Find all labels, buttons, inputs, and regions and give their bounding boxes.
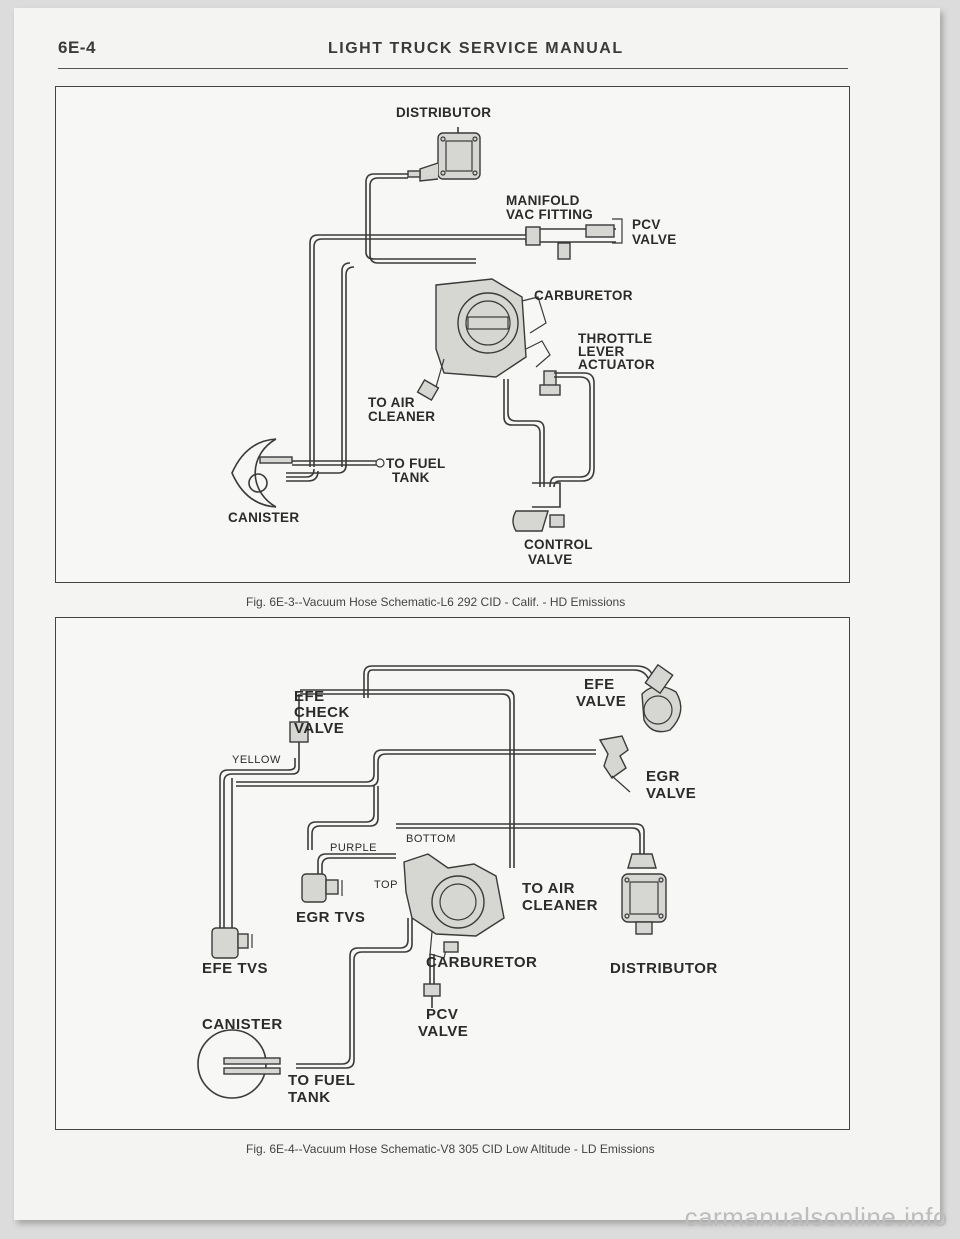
label-yellow: YELLOW: [232, 754, 281, 766]
egr-valve-part: [598, 735, 631, 793]
label-manifold-line2: VAC FITTING: [506, 207, 594, 222]
label-fuel-line1: TO FUEL: [386, 456, 446, 471]
label-air-line1: TO AIR: [522, 880, 576, 897]
figure-2-schematic: [197, 663, 682, 1099]
figure-1-schematic: [231, 127, 623, 532]
label-canister: CANISTER: [202, 1016, 283, 1033]
label-carburetor: CARBURETOR: [534, 288, 633, 303]
figure-2-diagram: EFE VALVE EFE CHECK VALVE YELLOW EGR VAL…: [55, 617, 850, 1130]
label-efe-check-line3: VALVE: [294, 720, 345, 737]
label-fuel-line2: TANK: [392, 470, 430, 485]
label-air-line2: CLEANER: [522, 897, 599, 914]
label-efe-valve-line2: VALVE: [576, 693, 627, 710]
label-air-line1: TO AIR: [368, 395, 415, 410]
control-valve-part: [512, 482, 565, 532]
canister-part-2: [197, 1029, 281, 1099]
label-pcv-line1: PCV: [426, 1006, 459, 1023]
label-bottom: BOTTOM: [406, 833, 456, 845]
efe-tvs-part: [211, 927, 253, 959]
label-distributor: DISTRIBUTOR: [610, 960, 718, 977]
label-canister: CANISTER: [228, 510, 300, 525]
label-manifold-line1: MANIFOLD: [506, 193, 580, 208]
efe-check-valve-part: [289, 694, 309, 758]
label-purple: PURPLE: [330, 842, 378, 854]
label-air-line2: CLEANER: [368, 409, 436, 424]
efe-valve-part: [641, 663, 682, 733]
pcv-valve-part-2: [423, 983, 441, 1008]
label-throttle-line3: ACTUATOR: [578, 357, 655, 372]
label-control-line1: CONTROL: [524, 537, 593, 552]
canister-part: [231, 438, 293, 508]
label-egr-valve-line1: EGR: [646, 768, 681, 785]
distributor-part: [407, 127, 481, 182]
label-efe-valve-line1: EFE: [584, 676, 615, 693]
distributor-part-2: [621, 853, 667, 935]
label-egr-valve-line2: VALVE: [646, 785, 697, 802]
label-control-line2: VALVE: [528, 552, 573, 567]
label-efe-check-line1: EFE: [294, 688, 325, 705]
carburetor-part: [416, 278, 551, 402]
label-throttle-line2: LEVER: [578, 344, 625, 359]
header-rule: [58, 68, 848, 69]
label-fuel-line1: TO FUEL: [288, 1072, 356, 1089]
label-fuel-line2: TANK: [288, 1089, 331, 1106]
label-pcv-line2: VALVE: [632, 232, 677, 247]
label-throttle-line1: THROTTLE: [578, 331, 653, 346]
figure-1-caption: Fig. 6E-3--Vacuum Hose Schematic-L6 292 …: [246, 595, 626, 609]
throttle-actuator-part: [539, 370, 595, 488]
label-efe-check-line2: CHECK: [294, 704, 350, 721]
figure-1-diagram: DISTRIBUTOR MANIFOLD VAC FITTING PCV VAL…: [55, 86, 850, 583]
label-distributor: DISTRIBUTOR: [396, 105, 492, 120]
label-top: TOP: [374, 879, 398, 891]
label-egr-tvs: EGR TVS: [296, 909, 366, 926]
label-pcv-line2: VALVE: [418, 1023, 469, 1040]
egr-tvs-part: [301, 873, 343, 903]
figure-2-caption: Fig. 6E-4--Vacuum Hose Schematic-V8 305 …: [246, 1142, 655, 1156]
carburetor-part-2: [403, 853, 505, 959]
watermark: carmanualsonline.info: [684, 1202, 948, 1232]
label-efe-tvs: EFE TVS: [202, 960, 269, 977]
label-pcv-line1: PCV: [632, 217, 661, 232]
page-title: LIGHT TRUCK SERVICE MANUAL: [328, 40, 624, 57]
label-carburetor: CARBURETOR: [426, 954, 538, 971]
page-number: 6E-4: [58, 38, 96, 57]
